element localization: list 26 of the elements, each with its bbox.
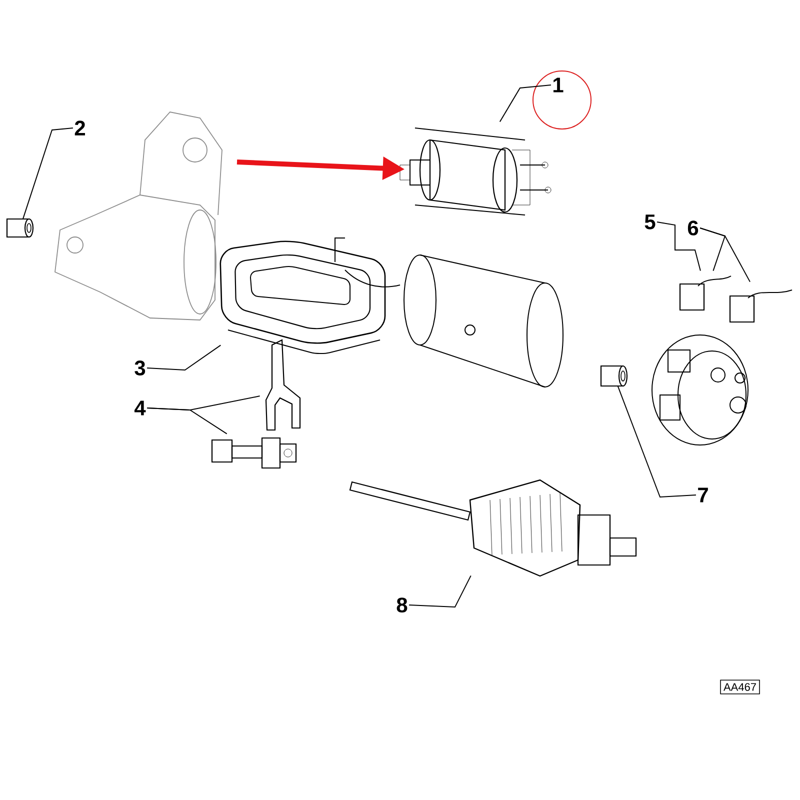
leader-line xyxy=(146,344,222,371)
leader-line xyxy=(499,84,552,122)
callout-number: 8 xyxy=(396,598,408,612)
callout-number: 3 xyxy=(134,360,146,376)
callout-number: 7 xyxy=(698,488,708,502)
armature-drawing xyxy=(349,479,637,577)
fork-drawing xyxy=(265,339,301,431)
brush-drawing xyxy=(679,276,732,311)
callout-number: 4 xyxy=(134,400,146,416)
bush-drawing xyxy=(600,365,628,387)
bush-drawing xyxy=(6,218,34,238)
callout-number: 1 xyxy=(553,78,564,92)
callout-number: 2 xyxy=(74,120,85,136)
leader-line xyxy=(656,222,701,272)
callout-number: 6 xyxy=(688,220,698,236)
solenoid-drawing xyxy=(400,128,552,216)
drawing-code-box: AA467 xyxy=(720,680,760,694)
brush-drawing xyxy=(729,290,792,323)
leader-line xyxy=(700,228,750,282)
field-coil-drawing xyxy=(220,238,400,354)
callout-number: 5 xyxy=(644,214,656,230)
leader-line xyxy=(617,386,696,498)
pinion-drawing xyxy=(211,437,297,469)
leader-line xyxy=(22,128,74,220)
leader-line xyxy=(408,575,472,608)
leader-line xyxy=(146,408,228,434)
